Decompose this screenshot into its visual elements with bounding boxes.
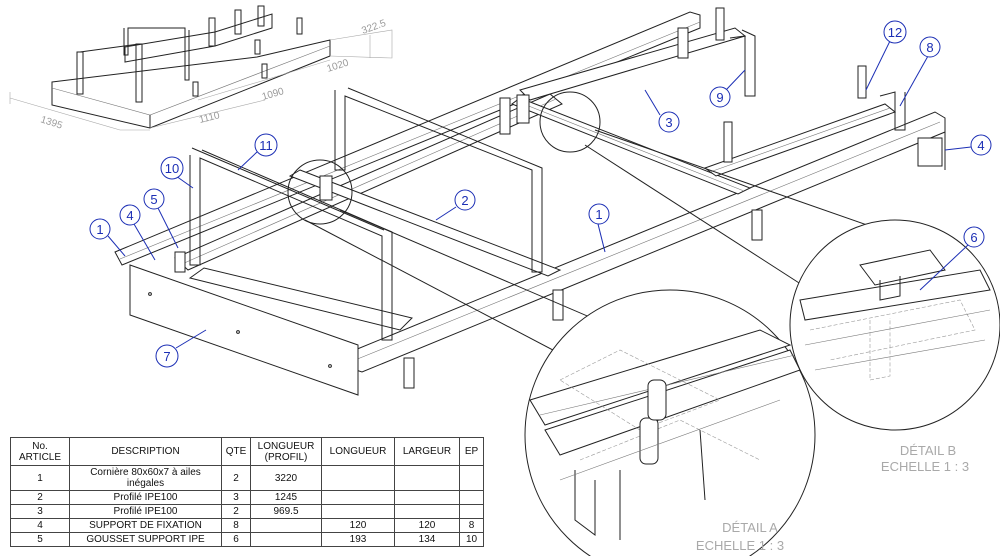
svg-text:3: 3 <box>665 115 672 130</box>
detail-a-marker <box>287 159 353 225</box>
table-row: 2 Profilé IPE100 3 1245 <box>10 490 484 505</box>
balloon-8: 8 <box>899 36 941 107</box>
balloon-1-right: 1 <box>588 203 610 253</box>
balloon-9: 9 <box>709 69 746 108</box>
dim-1090: 1090 <box>261 86 286 103</box>
dim-1110: 1110 <box>198 110 221 126</box>
table-row: 3 Profilé IPE100 2 969.5 <box>10 504 484 519</box>
svg-text:7: 7 <box>163 349 170 364</box>
table-row: 4 SUPPORT DE FIXATION 8 120 120 8 <box>10 518 484 533</box>
svg-text:10: 10 <box>165 161 179 176</box>
detail-b-view <box>789 219 1000 431</box>
svg-text:5: 5 <box>150 192 157 207</box>
header-longueur: LONGUEUR <box>321 437 395 466</box>
bill-of-materials-table: No. ARTICLE DESCRIPTION QTE LONGUEUR (PR… <box>10 437 484 547</box>
table-row: 1 Cornière 80x60x7 à ailes inégales 2 32… <box>10 465 484 491</box>
table-row: 5 GOUSSET SUPPORT IPE 6 193 134 10 <box>10 532 484 547</box>
svg-text:2: 2 <box>461 193 468 208</box>
svg-text:12: 12 <box>888 25 902 40</box>
svg-text:6: 6 <box>970 230 977 245</box>
balloon-3: 3 <box>644 89 680 133</box>
balloon-1-left: 1 <box>89 218 126 257</box>
header-longueur-profil: LONGUEUR (PROFIL) <box>250 437 322 466</box>
main-assembly <box>114 7 946 396</box>
header-qte: QTE <box>221 437 251 466</box>
header-description: DESCRIPTION <box>69 437 222 466</box>
detail-b-title: DÉTAIL B <box>900 443 956 458</box>
detail-a-scale: ECHELLE 1 : 3 <box>696 538 784 553</box>
svg-text:8: 8 <box>926 40 933 55</box>
balloon-4-right: 4 <box>944 134 992 156</box>
dim-1395: 1395 <box>39 114 64 131</box>
balloon-10: 10 <box>160 156 194 189</box>
svg-text:4: 4 <box>977 138 984 153</box>
overview-thumbnail: 1395 1110 1090 1020 322.5 <box>9 5 393 132</box>
dim-322-5: 322.5 <box>360 18 388 37</box>
balloon-4-left: 4 <box>119 204 156 261</box>
balloon-12: 12 <box>865 20 907 91</box>
svg-text:9: 9 <box>716 90 723 105</box>
balloon-6: 6 <box>919 226 985 291</box>
header-largeur: LARGEUR <box>394 437 460 466</box>
detail-b-scale: ECHELLE 1 : 3 <box>881 459 969 474</box>
header-no-article: No. ARTICLE <box>10 437 70 466</box>
detail-a-view <box>524 289 816 556</box>
svg-text:1: 1 <box>595 207 602 222</box>
part-balloons: 1 1 2 3 4 4 5 6 7 8 9 10 11 12 <box>89 20 992 368</box>
svg-text:4: 4 <box>126 208 133 223</box>
bom-header-row: No. ARTICLE DESCRIPTION QTE LONGUEUR (PR… <box>10 437 484 466</box>
balloon-11: 11 <box>237 133 278 171</box>
header-ep: EP <box>459 437 484 466</box>
detail-a-title: DÉTAIL A <box>722 520 778 535</box>
fixing-supports <box>174 7 943 389</box>
svg-text:1: 1 <box>96 222 103 237</box>
balloon-7: 7 <box>155 329 207 368</box>
detail-b-marker <box>539 91 601 153</box>
svg-text:11: 11 <box>259 138 273 153</box>
balloon-2: 2 <box>435 189 476 221</box>
balloon-5: 5 <box>143 188 179 249</box>
